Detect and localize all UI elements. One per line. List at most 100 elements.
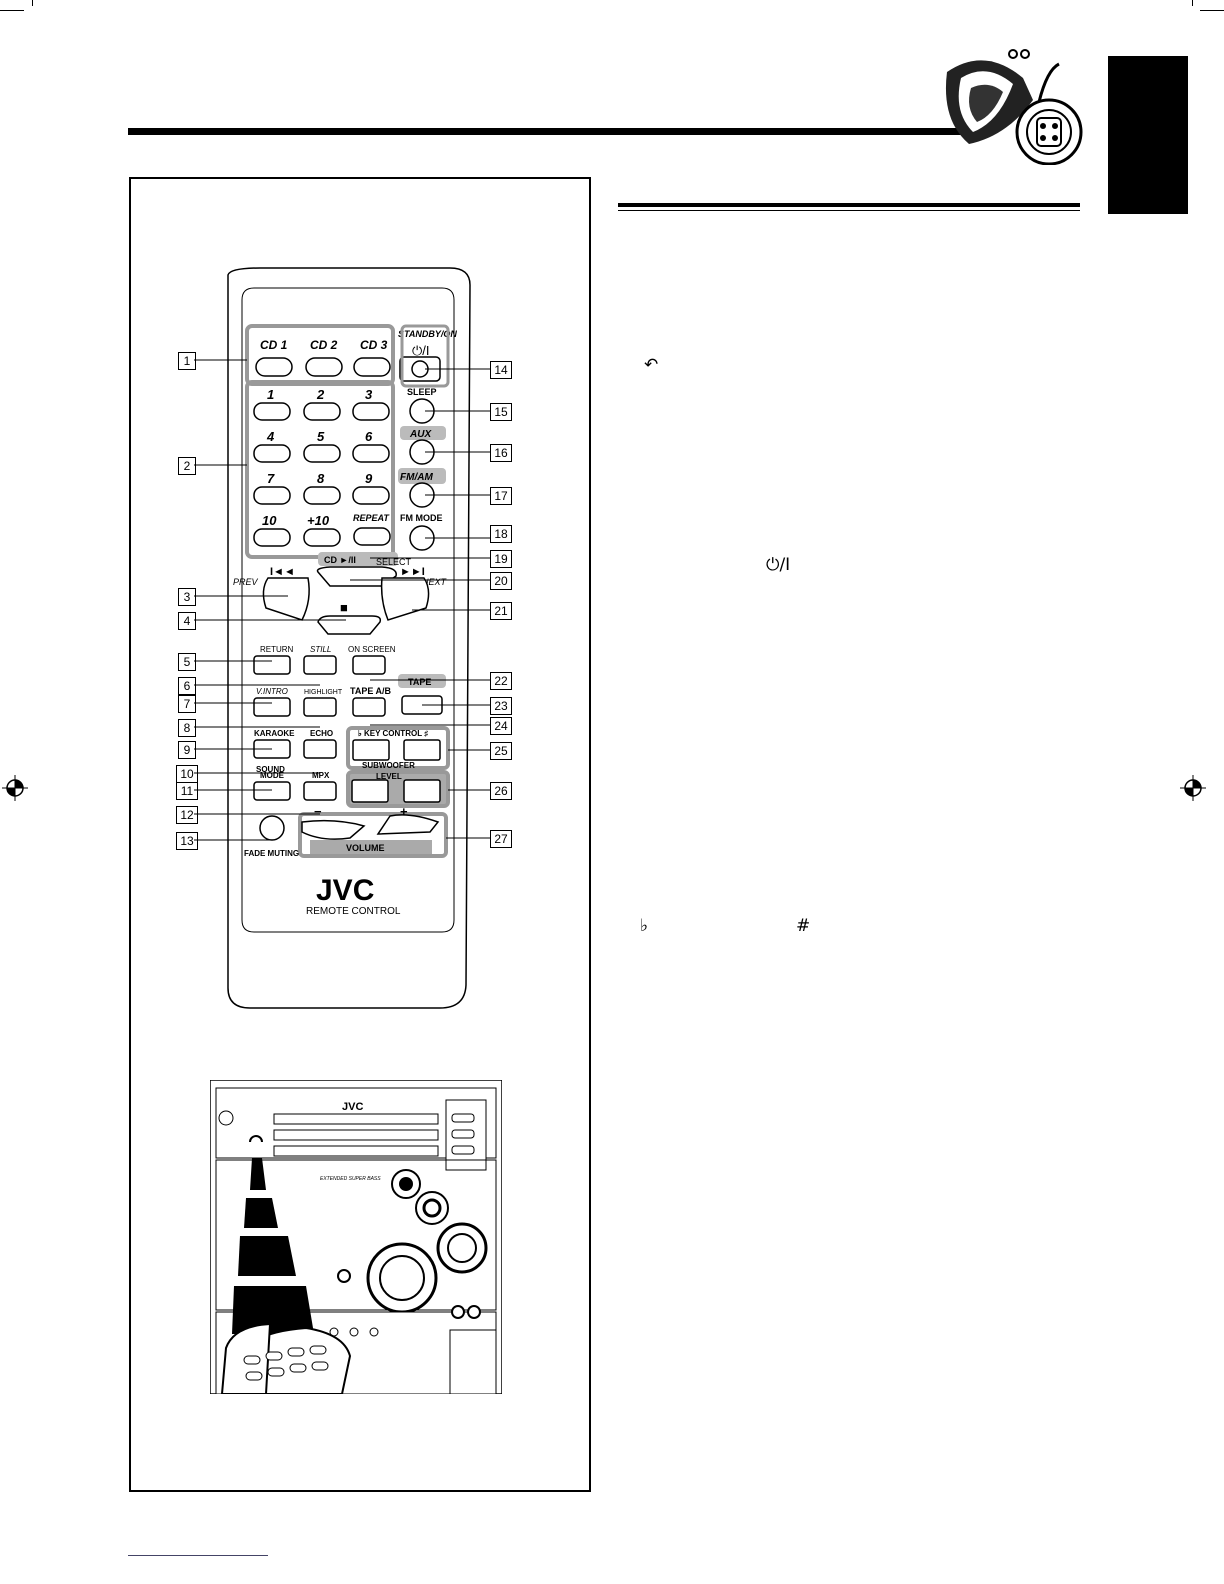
crop-mark-tr-v — [1192, 0, 1193, 6]
callout-12: 12 — [176, 806, 198, 824]
key-flat-button[interactable] — [352, 739, 390, 761]
cd-play-button[interactable] — [316, 566, 397, 587]
callout-22: 22 — [490, 672, 512, 690]
cd3-button[interactable] — [353, 357, 391, 377]
section-rule-thin — [618, 210, 1080, 211]
mode-label: MODE — [260, 771, 285, 780]
callout-2: 2 — [178, 457, 196, 475]
prev-symbol: I◄◄ — [270, 566, 295, 578]
vintro-button[interactable] — [253, 697, 291, 717]
num-7-button[interactable] — [253, 486, 291, 505]
crop-mark-tl — [0, 10, 24, 11]
callout-3: 3 — [178, 588, 196, 606]
callout-10: 10 — [176, 765, 198, 783]
sharp-icon: # — [796, 916, 811, 936]
callout-16: 16 — [490, 444, 512, 462]
subwoofer-plus-button[interactable] — [403, 779, 441, 803]
still-label: STILL — [310, 645, 331, 654]
karaoke-label: KARAOKE — [254, 729, 295, 738]
num-4-button[interactable] — [253, 444, 291, 463]
callout-15: 15 — [490, 403, 512, 421]
on-screen-label: ON SCREEN — [348, 645, 396, 654]
unit-standby-button — [218, 1110, 234, 1126]
num-2-button[interactable] — [303, 402, 341, 421]
fade-muting-button[interactable] — [259, 815, 285, 841]
cd2-button[interactable] — [305, 357, 343, 377]
tape-ab-button[interactable] — [352, 697, 386, 717]
num-6-button[interactable] — [352, 444, 390, 463]
callout-8: 8 — [178, 719, 196, 737]
aux-label: AUX — [409, 429, 432, 440]
num-plus10-button[interactable] — [303, 528, 341, 547]
stop-button[interactable] — [317, 615, 382, 635]
num-5-button[interactable] — [303, 444, 341, 463]
cd1-button[interactable] — [255, 357, 293, 377]
cd-play-label: CD ►/II — [324, 555, 356, 565]
num-6-label: 6 — [365, 429, 373, 444]
vintro-label: V.INTRO — [256, 687, 288, 696]
section-rule — [618, 203, 1080, 207]
callout-26: 26 — [490, 782, 512, 800]
return-button[interactable] — [253, 655, 291, 675]
still-button[interactable] — [303, 655, 337, 675]
num-3-button[interactable] — [352, 402, 390, 421]
remote-brand: JVC — [316, 874, 374, 907]
mpx-label: MPX — [312, 771, 330, 780]
prev-label: PREV — [233, 577, 259, 587]
standby-symbol: ⏻/I — [412, 343, 430, 358]
callout-19: 19 — [490, 550, 512, 568]
sleep-label: SLEEP — [407, 387, 437, 397]
cd1-label: CD 1 — [260, 338, 288, 352]
stop-symbol: ■ — [340, 600, 348, 615]
cd3-label: CD 3 — [360, 338, 388, 352]
callout-24: 24 — [490, 717, 512, 735]
key-sharp-button[interactable] — [403, 739, 441, 761]
return-icon: ↶ — [644, 355, 659, 375]
callout-11: 11 — [176, 782, 198, 800]
subwoofer-plus-sign: + — [400, 804, 408, 819]
tape-ab-label: TAPE A/B — [350, 686, 392, 696]
callout-25: 25 — [490, 742, 512, 760]
volume-minus-button[interactable] — [301, 819, 366, 840]
fm-mode-label: FM MODE — [400, 513, 443, 523]
num-10-button[interactable] — [253, 528, 291, 547]
callout-21: 21 — [490, 602, 512, 620]
highlight-label: HIGHLIGHT — [304, 689, 343, 696]
volume-plus-button[interactable] — [376, 814, 440, 835]
num-1-button[interactable] — [253, 402, 291, 421]
unit-extended-bass: EXTENDED SUPER BASS — [320, 1176, 381, 1182]
crop-mark-tr — [1200, 10, 1224, 11]
flat-icon: ♭ — [640, 916, 649, 936]
callout-9: 9 — [178, 741, 196, 759]
num-8-button[interactable] — [303, 486, 341, 505]
num-9-label: 9 — [365, 471, 373, 486]
callout-13: 13 — [176, 832, 198, 850]
horn-mascot-icon — [945, 49, 1083, 165]
power-icon: ⏻/I — [766, 555, 791, 575]
num-9-button[interactable] — [352, 486, 390, 505]
on-screen-button[interactable] — [352, 655, 386, 675]
callout-6: 6 — [178, 677, 196, 695]
num-10-label: 10 — [262, 513, 277, 528]
echo-button[interactable] — [303, 739, 337, 759]
num-plus10-label: +10 — [307, 513, 330, 528]
subwoofer-minus-button[interactable] — [351, 779, 389, 803]
mpx-button[interactable] — [303, 781, 337, 801]
crop-mark-tl-v — [32, 0, 33, 6]
num-4-label: 4 — [266, 429, 275, 444]
registration-mark-left — [2, 775, 28, 801]
callout-17: 17 — [490, 487, 512, 505]
echo-label: ECHO — [310, 729, 333, 738]
header-rule — [128, 128, 988, 135]
callout-23: 23 — [490, 697, 512, 715]
num-7-label: 7 — [267, 471, 275, 486]
key-control-label: ♭ KEY CONTROL ♯ — [358, 729, 428, 738]
fmam-label: FM/AM — [400, 472, 433, 483]
standby-label: STANDBY/ON — [398, 329, 457, 339]
return-label: RETURN — [260, 645, 294, 654]
callout-7: 7 — [178, 695, 196, 713]
remote-illustration-panel — [129, 177, 591, 1492]
repeat-button[interactable] — [353, 527, 391, 546]
mode-button[interactable] — [253, 781, 291, 801]
highlight-button[interactable] — [303, 697, 337, 717]
